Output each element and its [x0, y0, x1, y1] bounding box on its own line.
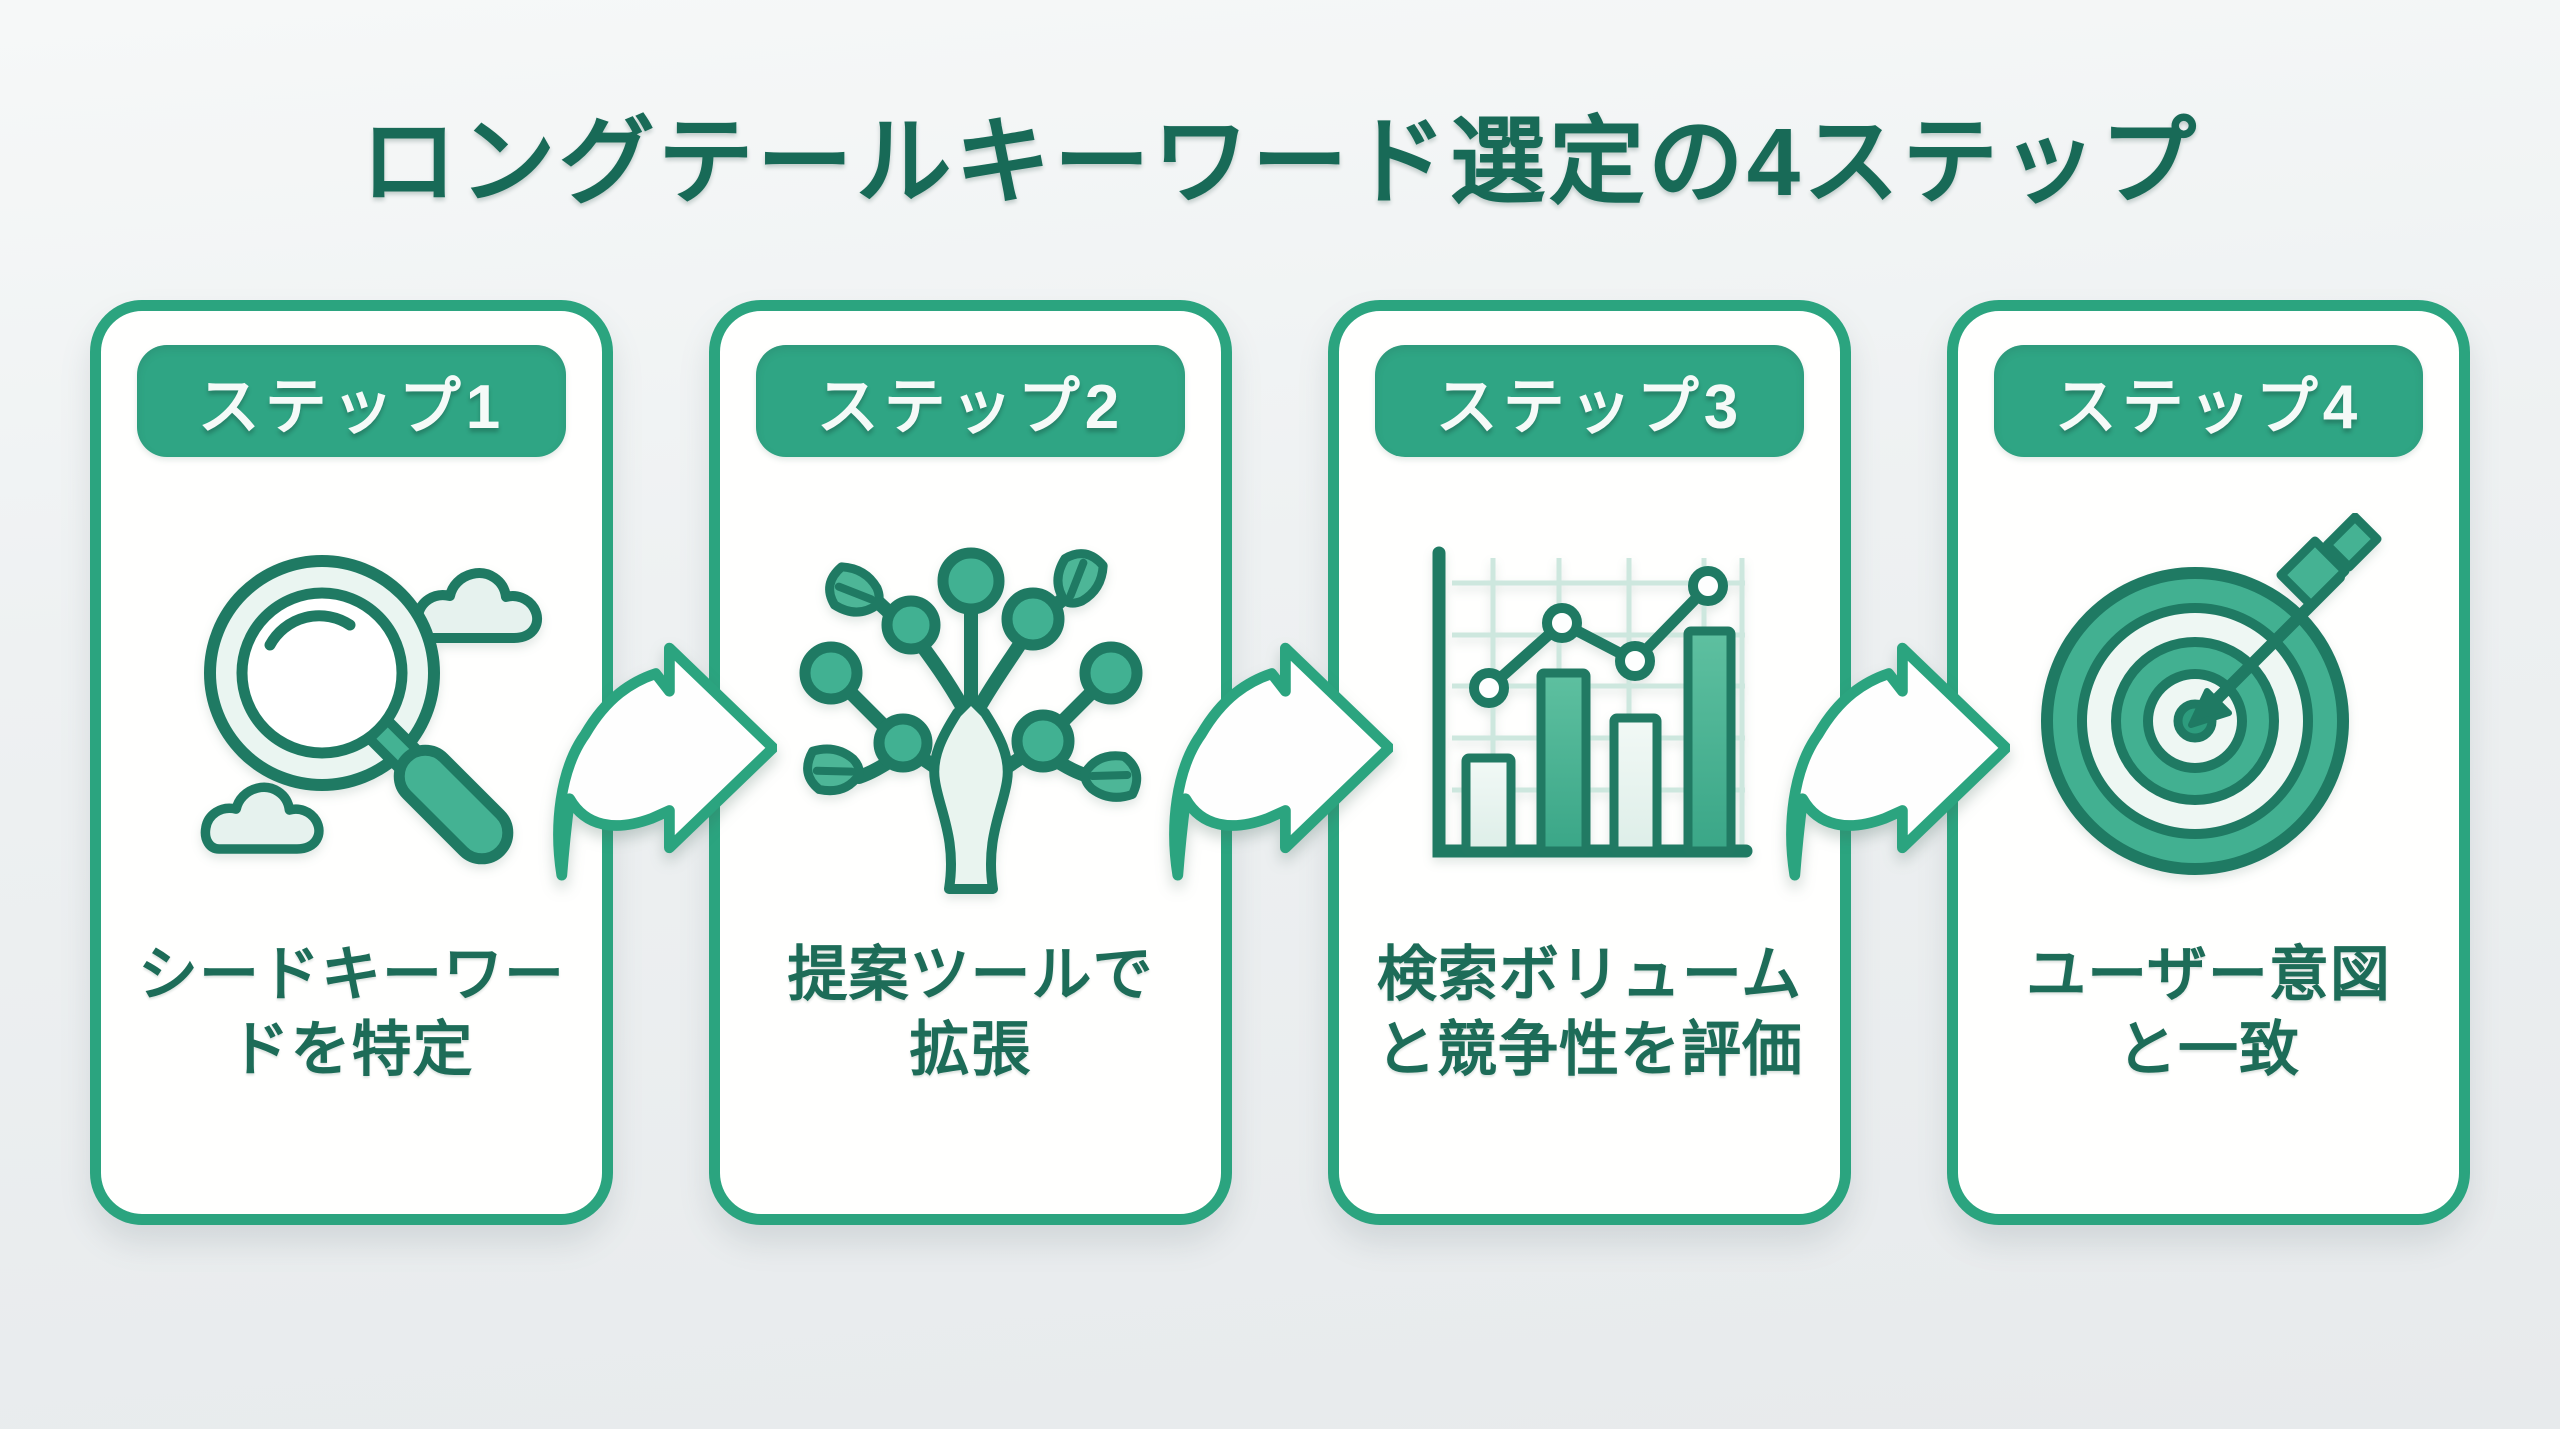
step-4-icon-area — [1994, 493, 2423, 933]
step-3-description-line2: と競争性を評価 — [1376, 1016, 1803, 1083]
step-4-description-line2: と一致 — [2117, 1016, 2300, 1083]
step-1-description-line2: ドを特定 — [229, 1016, 474, 1083]
step-3-icon-area — [1375, 493, 1804, 933]
next-step-arrow-icon — [553, 642, 777, 881]
chart-bars — [1461, 626, 1735, 856]
trend-points — [1468, 566, 1728, 708]
step-2-icon-area — [756, 493, 1185, 933]
target-arrow-icon — [2040, 513, 2381, 875]
lens-highlight — [264, 610, 355, 651]
step-card-3: ステップ3 — [1328, 300, 1851, 1225]
next-step-arrow-icon — [1786, 642, 2010, 881]
magnifier-search-clouds-icon — [200, 555, 542, 865]
step-1-description: シードキーワー ドを特定 — [138, 937, 565, 1087]
step-3-badge-label: ステップ3 — [1435, 373, 1744, 442]
step-3-description-line1: 検索ボリューム — [1376, 941, 1803, 1008]
step-1-badge-label: ステップ1 — [197, 373, 506, 442]
step-2-description-line2: 拡張 — [909, 1016, 1032, 1083]
dart-arrow — [2187, 513, 2381, 728]
step-2-description: 提案ツールで 拡張 — [788, 937, 1154, 1087]
keyword-expansion-tree-icon — [799, 547, 1142, 894]
step-card-4: ステップ4 ユーザー意図 と一致 — [1947, 300, 2470, 1225]
page-title: ロングテールキーワード選定の4ステップ — [360, 109, 2200, 216]
step-4-badge: ステップ4 — [1994, 345, 2423, 457]
magnifier-handle — [361, 713, 513, 865]
bar-line-chart-icon — [1432, 546, 1752, 858]
leaves — [802, 549, 1141, 802]
step-2-badge: ステップ2 — [756, 345, 1185, 457]
keyword-nodes — [799, 547, 1142, 773]
cloud-icon — [200, 782, 324, 854]
step-card-1: ステップ1 — [90, 300, 613, 1225]
trend-line — [1484, 582, 1712, 693]
tree-trunk — [928, 694, 1013, 894]
step-4-badge-label: ステップ4 — [2054, 373, 2363, 442]
step-2-badge-label: ステップ2 — [816, 373, 1125, 442]
step-3-badge: ステップ3 — [1375, 345, 1804, 457]
step-3-description: 検索ボリューム と競争性を評価 — [1376, 937, 1803, 1087]
cloud-icon — [412, 568, 542, 643]
step-1-description-line1: シードキーワー — [138, 941, 565, 1008]
step-1-icon-area — [137, 493, 566, 933]
next-step-arrow-icon — [1169, 642, 1393, 881]
step-card-2: ステップ2 — [709, 300, 1232, 1225]
step-2-description-line1: 提案ツールで — [787, 941, 1154, 1008]
step-1-badge: ステップ1 — [137, 345, 566, 457]
step-4-description: ユーザー意図 と一致 — [2026, 937, 2391, 1087]
step-4-description-line1: ユーザー意図 — [2026, 941, 2391, 1008]
